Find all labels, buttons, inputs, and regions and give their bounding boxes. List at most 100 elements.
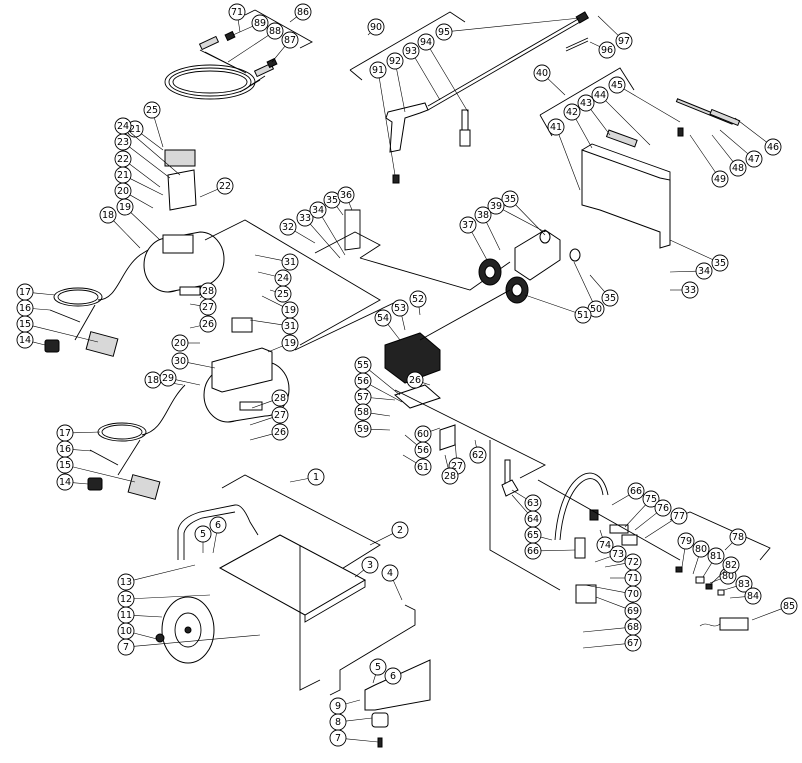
callout-circle <box>711 170 729 188</box>
callout-circle <box>281 253 299 271</box>
leader-line <box>271 46 286 63</box>
callout-number: 63 <box>527 498 539 509</box>
callout-circle <box>199 315 217 333</box>
callout-circle <box>56 473 74 491</box>
leader-line <box>249 319 283 326</box>
callout-number: 80 <box>722 571 734 582</box>
leader-line <box>669 239 713 260</box>
callout-circle <box>16 283 34 301</box>
callout-number: 28 <box>202 286 214 297</box>
callout-circle <box>354 420 372 438</box>
leader-line <box>594 556 611 563</box>
callout-circle <box>414 425 432 443</box>
callout-circle <box>402 42 420 60</box>
callout-19: 19 <box>267 334 299 353</box>
callout-circle <box>670 507 688 525</box>
callout-67: 67 <box>582 634 642 652</box>
callout-number: 33 <box>299 213 311 224</box>
leader-line <box>129 163 161 188</box>
callout-circle <box>574 306 592 324</box>
callout-circle <box>409 290 427 308</box>
callout-63: 63 <box>511 489 542 512</box>
leader-line <box>379 679 387 684</box>
callout-number: 60 <box>417 429 429 440</box>
callout-number: 92 <box>389 56 401 67</box>
callout-number: 13 <box>120 577 132 588</box>
callout-17: 17 <box>16 283 56 301</box>
leader-line <box>396 68 406 113</box>
callout-number: 21 <box>129 124 141 135</box>
leader-line <box>153 117 164 148</box>
callout-circle <box>681 281 699 299</box>
leader-line <box>444 454 449 469</box>
leader-line <box>72 431 101 434</box>
callout-number: 53 <box>394 303 406 314</box>
leader-line <box>367 32 371 36</box>
callout-circle <box>764 138 782 156</box>
callout-49: 49 <box>689 134 729 188</box>
callout-75: 75 <box>624 490 660 528</box>
leader-line <box>129 146 171 179</box>
callout-82: 82 <box>709 556 740 586</box>
leader-line <box>515 204 546 236</box>
callout-circle <box>406 371 424 389</box>
leader-line <box>133 632 158 640</box>
callout-66: 66 <box>524 542 576 560</box>
callout-33: 33 <box>670 281 699 299</box>
callout-circle <box>624 553 642 571</box>
high-pressure-hose-assembly <box>164 9 313 100</box>
callout-84: 84 <box>729 587 762 605</box>
leader-line <box>130 212 161 241</box>
leader-line <box>511 489 527 500</box>
callout-number: 76 <box>657 503 669 514</box>
leader-line <box>212 532 217 554</box>
callout-number: 18 <box>102 210 114 221</box>
callout-circle <box>577 94 595 112</box>
callout-circle <box>598 41 616 59</box>
callout-number: 40 <box>536 68 548 79</box>
leader-line <box>289 478 309 483</box>
leader-line <box>451 17 581 32</box>
callout-number: 75 <box>645 494 657 505</box>
leader-line <box>404 434 418 446</box>
callout-circle <box>194 525 212 543</box>
leader-line <box>540 536 553 541</box>
callout-number: 79 <box>680 536 692 547</box>
callout-89: 89 <box>232 14 269 36</box>
callout-76: 76 <box>634 499 672 531</box>
leader-line <box>634 512 657 531</box>
callout-number: 9 <box>335 701 341 712</box>
callout-number: 59 <box>357 424 369 435</box>
callout-number: 80 <box>695 544 707 555</box>
callout-number: 27 <box>274 410 286 421</box>
leader-line <box>32 308 51 311</box>
leader-line <box>624 504 646 528</box>
callout-number: 28 <box>444 471 456 482</box>
leader-line <box>321 216 346 256</box>
callout-number: 56 <box>357 376 369 387</box>
leader-line <box>575 118 593 149</box>
leader-line <box>348 202 353 211</box>
callout-circle <box>99 206 117 224</box>
leader-line <box>611 494 630 506</box>
callout-12: 12 <box>117 590 211 608</box>
callout-number: 73 <box>612 549 624 560</box>
callout-circle <box>609 545 627 563</box>
callout-35: 35 <box>669 239 729 272</box>
callout-circle <box>744 587 762 605</box>
callout-number: 43 <box>580 98 592 109</box>
leader-line <box>251 400 273 409</box>
callout-number: 93 <box>405 46 417 57</box>
callout-number: 74 <box>599 540 611 551</box>
callout-6: 6 <box>209 516 227 554</box>
callout-number: 91 <box>372 65 384 76</box>
callout-number: 90 <box>370 22 382 33</box>
leader-line <box>573 261 593 302</box>
leader-line <box>249 417 273 426</box>
callout-95: 95 <box>435 17 581 41</box>
callout-circle <box>274 285 292 303</box>
callout-number: 19 <box>284 305 296 316</box>
callout-54: 54 <box>374 309 401 341</box>
callout-14: 14 <box>16 331 46 349</box>
callout-number: 36 <box>340 190 352 201</box>
